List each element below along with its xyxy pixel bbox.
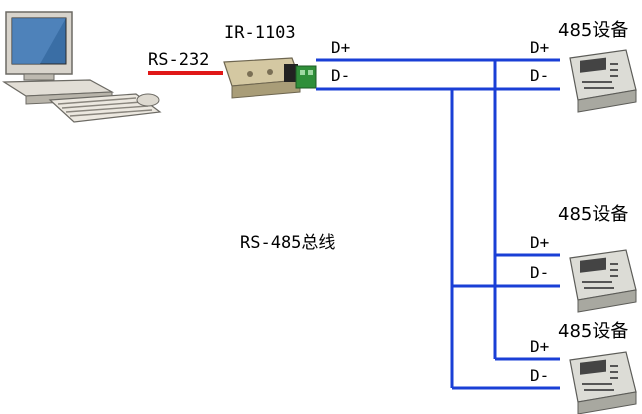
device-title: 485设备 xyxy=(558,204,629,225)
device-icon xyxy=(569,351,637,414)
device-dminus-label: D- xyxy=(530,263,550,282)
device-dplus-label: D+ xyxy=(530,38,550,57)
converter-dminus-label: D- xyxy=(331,66,351,85)
device-dplus-label: D+ xyxy=(530,337,550,356)
rs485-bus xyxy=(316,58,560,390)
device-title: 485设备 xyxy=(558,20,629,41)
device-dplus-label: D+ xyxy=(530,233,550,252)
rs232-label: RS-232 xyxy=(148,50,210,70)
converter-dplus-label: D+ xyxy=(331,38,351,57)
device-dminus-label: D- xyxy=(530,66,550,85)
computer-icon xyxy=(2,11,162,123)
device-icon xyxy=(569,49,637,113)
bus-label: RS-485总线 xyxy=(240,233,336,253)
converter-model-label: IR-1103 xyxy=(224,23,296,43)
device-icon xyxy=(569,249,637,313)
device-title: 485设备 xyxy=(558,321,629,342)
converter-icon xyxy=(223,57,317,99)
device-dminus-label: D- xyxy=(530,366,550,385)
